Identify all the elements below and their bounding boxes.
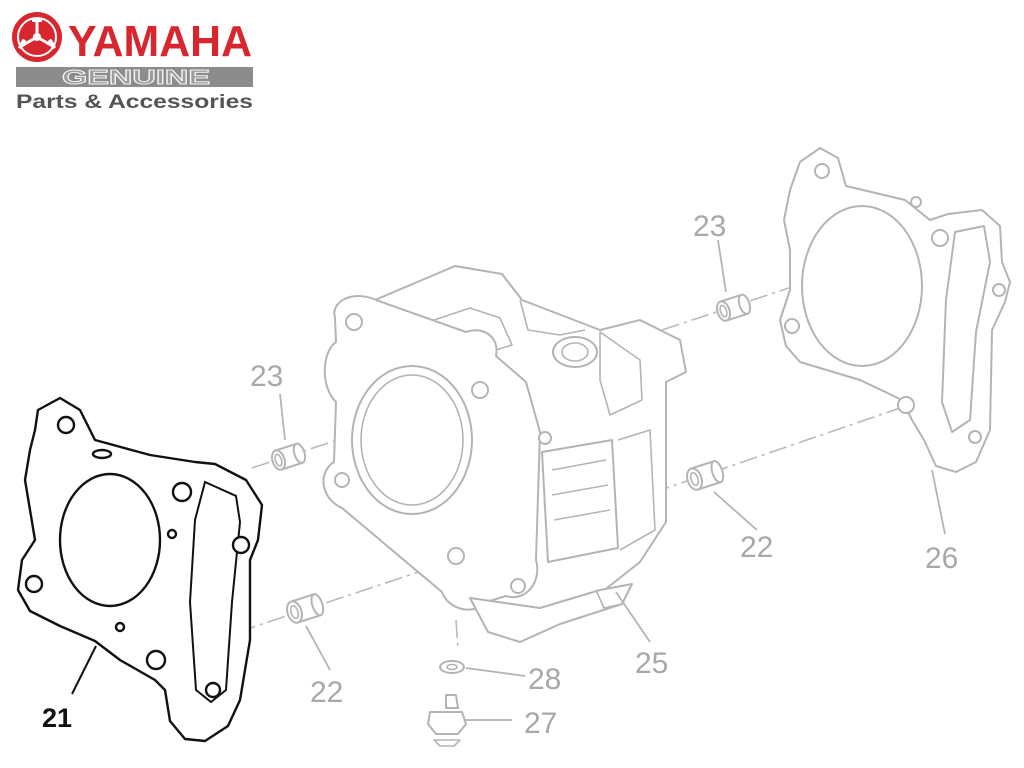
dowel-pin-upper-right: [716, 293, 752, 322]
cylinder-block: [322, 265, 687, 643]
callout-27: 27: [524, 707, 557, 740]
callout-21-highlighted: 21: [42, 703, 72, 733]
washer: [439, 660, 465, 674]
gasket-bore: [58, 472, 162, 608]
tuning-fork-emblem-icon: [12, 12, 62, 62]
callout-22-left: 22: [310, 676, 343, 709]
gasket-left-highlighted: [16, 396, 264, 743]
axis-line-upper-right: [661, 237, 941, 331]
callout-28: 28: [528, 663, 561, 696]
yamaha-logo: YAMAHA GENUINE Parts & Accessories: [12, 12, 253, 113]
callout-25: 25: [635, 647, 668, 680]
genuine-label: GENUINE: [62, 67, 210, 89]
callout-26: 26: [925, 542, 958, 575]
leader-lines: [71, 239, 946, 721]
chain-tunnel: [552, 336, 598, 368]
dowel-pin-lower-right: [686, 460, 725, 491]
gasket-right: [779, 147, 1011, 473]
brand-wordmark: YAMAHA: [68, 17, 252, 66]
cylinder-bore-inner: [360, 374, 464, 506]
dowel-pin-lower-left: [286, 593, 325, 624]
bolt: [427, 694, 467, 747]
callout-22-right: 22: [740, 531, 773, 564]
dowel-pin-upper-left: [271, 442, 307, 471]
cylinder-bore-outer: [351, 365, 473, 515]
parts-accessories-label: Parts & Accessories: [16, 92, 253, 113]
genuine-bar: [16, 67, 253, 87]
callout-23-left: 23: [250, 360, 283, 393]
axis-line-bottom: [455, 619, 459, 651]
callout-23-upper-right: 23: [693, 210, 726, 243]
callouts: 23 23 21 22 22 26 25 28 27: [42, 210, 958, 740]
